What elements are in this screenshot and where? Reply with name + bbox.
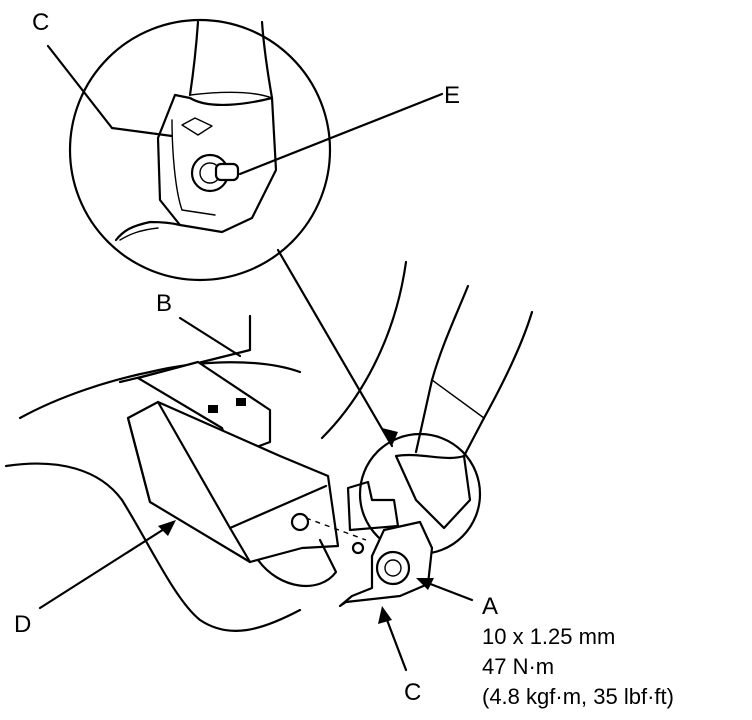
seat-back-curve [320,260,408,440]
detail-seat-edge [114,220,182,242]
label-e: E [444,82,460,109]
leader-c-top [46,44,114,130]
detail-bracket [156,93,278,234]
belt-left-edge [430,284,470,382]
leader-e [238,92,444,176]
detail-belt-right-edge [260,20,274,100]
detail-circle [68,18,332,282]
cover-hole [290,512,310,532]
main-view [4,260,534,632]
anchor-bolt [375,550,411,586]
detail-bolt-shank [214,162,240,182]
leader-c-bottom [382,610,408,672]
detail-leader-arrow [382,428,398,446]
seat-pan-top-edge [18,361,302,420]
label-c-top: C [32,9,49,36]
belt-right-edge [482,310,534,420]
label-a: A [482,593,498,620]
spec-torque-nm: 47 N·m [482,654,554,679]
detail-leader-line [276,248,394,448]
label-d: D [14,611,31,638]
belt-end [394,453,472,530]
detail-view [68,18,332,282]
leader-b [178,316,242,358]
label-c-bottom: C [404,679,421,706]
spec-thread: 10 x 1.25 mm [482,624,615,649]
spec-torque-alt: (4.8 kgf·m, 35 lbf·ft) [482,684,674,709]
leader-lines [38,44,474,672]
rail-body [136,360,272,458]
detail-belt-left-edge [188,20,200,97]
label-b: B [156,290,172,317]
lower-loop [256,538,338,587]
seat-cushion-edge [4,462,302,632]
small-bracket [346,480,400,532]
leader-d [38,522,174,610]
